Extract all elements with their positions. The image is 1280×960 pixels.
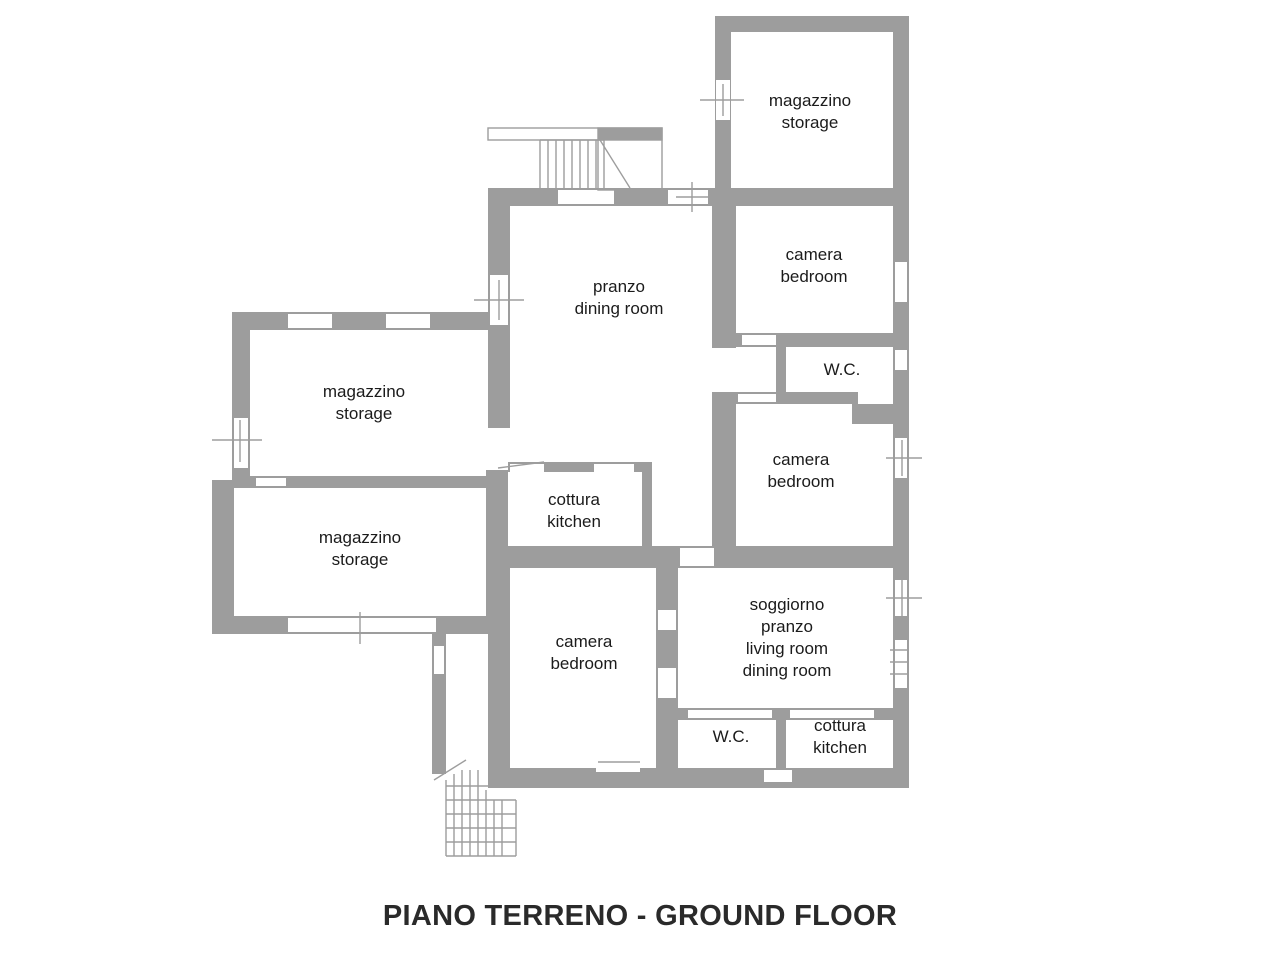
room-name-en: dining room [574, 299, 664, 318]
room-name-it: W.C. [712, 727, 750, 746]
room-label-kitchen-center: cottura kitchen [547, 489, 601, 533]
room-label-wc-upper: W.C. [824, 359, 861, 381]
room-label-storage-left-lower: magazzino storage [319, 527, 401, 571]
room-name-it: magazzino [318, 528, 402, 547]
room-name-en: kitchen [813, 738, 867, 757]
room-label-wc-lower: W.C. [713, 726, 750, 748]
room-name-en: kitchen [547, 512, 601, 531]
room-name-line: pranzo [761, 617, 813, 636]
plan-title: PIANO TERRENO - GROUND FLOOR [382, 900, 898, 932]
room-name-line: dining room [742, 661, 832, 680]
room-label-bedroom-upper-right: camera bedroom [780, 244, 847, 288]
room-name-it: W.C. [823, 360, 861, 379]
room-name-it: cottura [548, 490, 600, 509]
room-name-it: magazzino [768, 91, 852, 110]
room-label-dining-top: pranzo dining room [575, 276, 664, 320]
room-name-it: camera [772, 450, 830, 469]
room-name-line: living room [745, 639, 829, 658]
room-name-en: storage [335, 404, 393, 423]
room-name-line: soggiorno [749, 595, 825, 614]
room-label-bedroom-mid-right: camera bedroom [767, 449, 834, 493]
room-name-it: cottura [814, 716, 866, 735]
room-label-storage-top: magazzino storage [769, 90, 851, 134]
room-name-it: pranzo [593, 277, 645, 296]
room-name-it: magazzino [322, 382, 406, 401]
room-name-en: bedroom [550, 654, 618, 673]
room-name-en: bedroom [780, 267, 848, 286]
room-name-en: storage [331, 550, 389, 569]
room-name-it: camera [555, 632, 613, 651]
room-name-it: camera [785, 245, 843, 264]
stairs-and-details [212, 84, 922, 857]
room-label-bedroom-lower: camera bedroom [550, 631, 617, 675]
room-label-kitchen-lower: cottura kitchen [813, 715, 867, 759]
room-name-en: storage [781, 113, 839, 132]
openings [234, 80, 907, 782]
room-name-en: bedroom [767, 472, 835, 491]
room-label-living-lower: soggiorno pranzo living room dining room [743, 594, 832, 682]
room-label-storage-left-upper: magazzino storage [323, 381, 405, 425]
